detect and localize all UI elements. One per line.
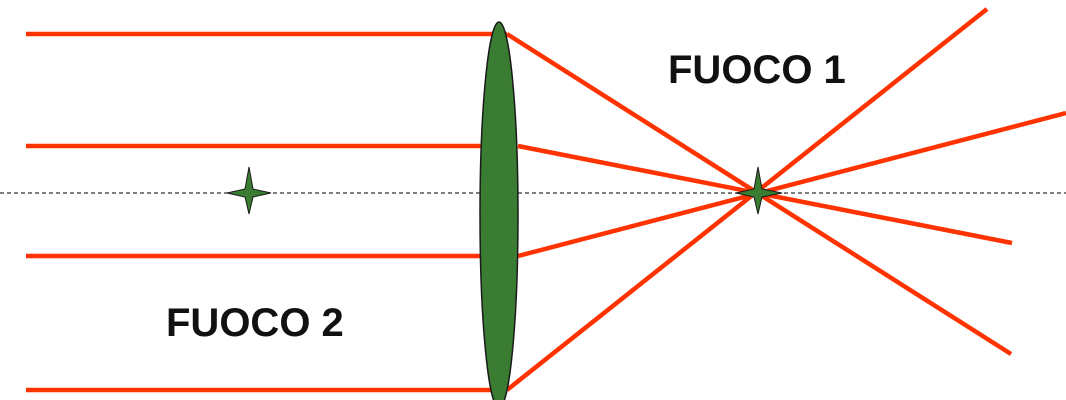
focus-2-label: FUOCO 2 bbox=[166, 301, 344, 345]
refracted-ray bbox=[505, 7, 989, 392]
refracted-ray bbox=[517, 110, 1066, 259]
focus-1-star-icon bbox=[735, 166, 783, 215]
focus-1-label: FUOCO 1 bbox=[668, 48, 846, 92]
focus-2-star-icon bbox=[226, 166, 272, 215]
convex-lens bbox=[479, 21, 519, 400]
